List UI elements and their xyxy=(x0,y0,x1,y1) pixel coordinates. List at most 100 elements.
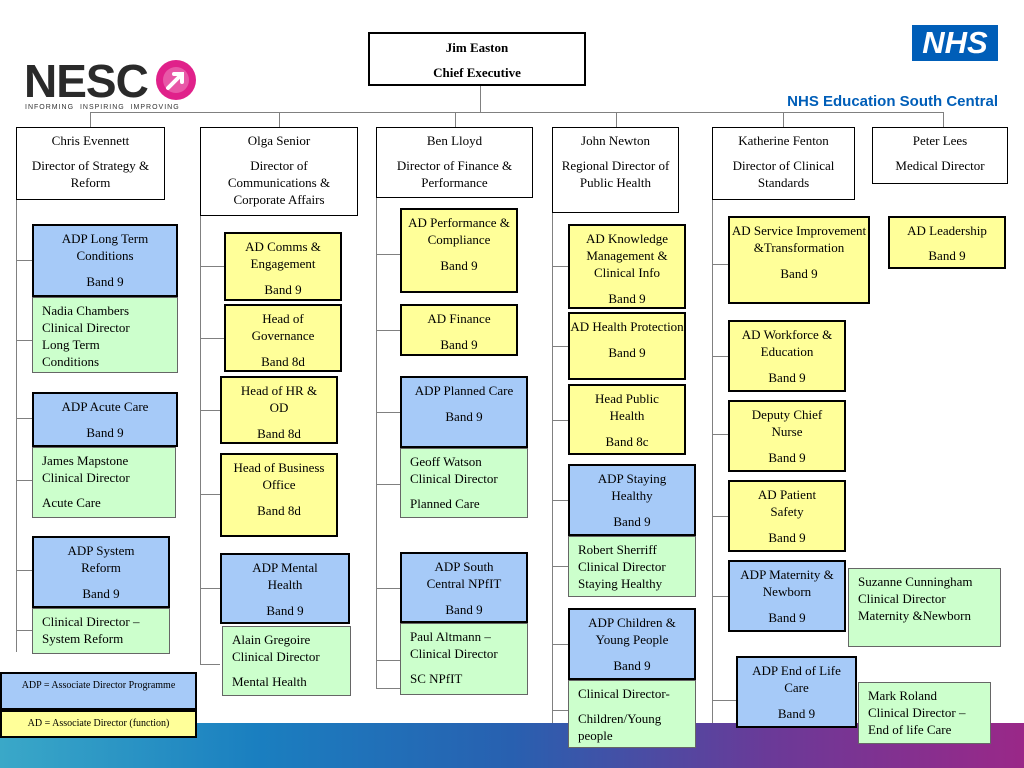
role-title: ADP System Reform xyxy=(67,543,135,575)
cd-line: Clinical Director xyxy=(410,471,498,486)
ad-patient-safety-box: AD Patient Safety Band 9 xyxy=(728,480,846,552)
nhs-logo: NHS xyxy=(912,25,998,61)
cd-line: Geoff Watson xyxy=(410,454,482,469)
ad-comms-engagement-box: AD Comms & Engagement Band 9 xyxy=(224,232,342,301)
adp-south-central-npfit-box: ADP South Central NPfIT Band 9 xyxy=(400,552,528,623)
clinical-director-maternity-box: Suzanne Cunningham Clinical Director Mat… xyxy=(848,568,1001,647)
cd-line: Clinical Director xyxy=(232,649,320,664)
cd-line: Children/Young xyxy=(578,711,662,726)
band-label: Band 9 xyxy=(608,345,646,360)
director-role: Director of Strategy & Reform xyxy=(31,158,150,190)
cd-line: Acute Care xyxy=(42,495,101,510)
director-role: Medical Director xyxy=(895,158,985,173)
chief-executive-box: Jim Easton Chief Executive xyxy=(368,32,586,86)
cd-line: Planned Care xyxy=(410,496,480,511)
legend-adp: ADP = Associate Director Programme xyxy=(0,672,197,710)
band-label: Band 8d xyxy=(257,503,301,518)
head-public-health-box: Head Public Health Band 8c xyxy=(568,384,686,455)
ad-knowledge-management-box: AD Knowledge Management & Clinical Info … xyxy=(568,224,686,309)
adp-planned-care-box: ADP Planned Care Band 9 xyxy=(400,376,528,448)
cd-line: Staying Healthy xyxy=(578,576,663,591)
cd-line: Clinical Director xyxy=(578,559,666,574)
head-of-governance-box: Head of Governance Band 8d xyxy=(224,304,342,372)
clinical-director-acute-box: James Mapstone Clinical Director Acute C… xyxy=(32,447,176,518)
director-name: Chris Evennett xyxy=(51,133,130,148)
band-label: Band 9 xyxy=(264,282,302,297)
band-label: Band 8c xyxy=(605,434,649,449)
role-title: Head of Governance xyxy=(251,311,315,343)
cd-line: Clinical Director – xyxy=(868,705,966,720)
band-label: Band 9 xyxy=(777,706,816,721)
nesc-arrow-circle-icon xyxy=(156,60,196,100)
director-role: Director of Communications & Corporate A… xyxy=(227,158,331,207)
director-role: Director of Clinical Standards xyxy=(732,158,835,190)
band-label: Band 9 xyxy=(82,586,120,601)
band-label: Band 9 xyxy=(608,291,646,306)
adp-maternity-newborn-box: ADP Maternity & Newborn Band 9 xyxy=(728,560,846,632)
band-label: Band 9 xyxy=(780,266,818,281)
legend-ad: AD = Associate Director (function) xyxy=(0,710,197,738)
role-title: AD Finance xyxy=(427,311,491,326)
cd-line: Conditions xyxy=(42,354,100,369)
cd-line: Clinical Director xyxy=(410,646,498,661)
cd-line: Maternity &Newborn xyxy=(858,608,972,623)
cd-line: Clinical Director- xyxy=(578,686,670,701)
cd-line: Mark Roland xyxy=(868,688,937,703)
director-name: John Newton xyxy=(581,133,650,148)
band-label: Band 9 xyxy=(768,530,806,545)
cd-line: Long Term xyxy=(42,337,100,352)
cd-line: Robert Sherriff xyxy=(578,542,657,557)
nhs-org-name: NHS Education South Central xyxy=(787,93,998,110)
adp-end-of-life-care-box: ADP End of Life Care Band 9 xyxy=(736,656,857,728)
band-label: Band 9 xyxy=(445,602,483,617)
adp-staying-healthy-box: ADP Staying Healthy Band 9 xyxy=(568,464,696,536)
adp-long-term-conditions-box: ADP Long Term Conditions Band 9 xyxy=(32,224,178,297)
cd-line: Suzanne Cunningham xyxy=(858,574,973,589)
head-of-hr-od-box: Head of HR & OD Band 8d xyxy=(220,376,338,444)
clinical-director-mental-health-box: Alain Gregoire Clinical Director Mental … xyxy=(222,626,351,696)
chief-name: Jim Easton xyxy=(445,40,509,55)
adp-acute-care-box: ADP Acute Care Band 9 xyxy=(32,392,178,447)
role-title: ADP Mental Health xyxy=(252,560,318,592)
band-label: Band 9 xyxy=(613,514,651,529)
ad-leadership-box: AD Leadership Band 9 xyxy=(888,216,1006,269)
director-box-public-health: John Newton Regional Director of Public … xyxy=(552,127,679,213)
role-title: ADP Planned Care xyxy=(414,383,514,398)
role-title: Head of Business Office xyxy=(233,460,325,492)
band-label: Band 9 xyxy=(613,658,651,673)
band-label: Band 9 xyxy=(768,450,806,465)
head-of-business-office-box: Head of Business Office Band 8d xyxy=(220,453,338,537)
band-label: Band 9 xyxy=(266,603,304,618)
director-box-medical: Peter Lees Medical Director xyxy=(872,127,1008,184)
ad-performance-compliance-box: AD Performance & Compliance Band 9 xyxy=(400,208,518,293)
role-title: AD Leadership xyxy=(907,223,987,238)
cd-line: Alain Gregoire xyxy=(232,632,311,647)
band-label: Band 9 xyxy=(445,409,483,424)
deputy-chief-nurse-box: Deputy Chief Nurse Band 9 xyxy=(728,400,846,472)
adp-mental-health-box: ADP Mental Health Band 9 xyxy=(220,553,350,624)
nesc-tagline: INFORMING INSPIRING IMPROVING xyxy=(25,104,180,111)
role-title: ADP Maternity & Newborn xyxy=(740,567,834,599)
role-title: AD Service Improvement &Transformation xyxy=(731,223,867,255)
band-label: Band 9 xyxy=(768,610,806,625)
role-title: ADP South Central NPfIT xyxy=(426,559,502,591)
role-title: Deputy Chief Nurse xyxy=(751,407,823,439)
band-label: Band 9 xyxy=(440,258,478,273)
role-title: ADP Staying Healthy xyxy=(597,471,667,503)
role-title: ADP Long Term Conditions xyxy=(61,231,149,263)
director-role: Director of Finance & Performance xyxy=(396,158,513,190)
director-name: Katherine Fenton xyxy=(738,133,829,148)
cd-line: Clinical Director xyxy=(42,320,130,335)
ad-service-improvement-box: AD Service Improvement &Transformation B… xyxy=(728,216,870,304)
cd-line: James Mapstone xyxy=(42,453,129,468)
cd-line: Nadia Chambers xyxy=(42,303,130,318)
chief-role: Chief Executive xyxy=(433,65,521,80)
cd-line: Mental Health xyxy=(232,674,307,689)
director-box-finance: Ben Lloyd Director of Finance & Performa… xyxy=(376,127,533,198)
cd-line: Clinical Director – xyxy=(42,614,140,629)
ad-finance-box: AD Finance Band 9 xyxy=(400,304,518,356)
ad-workforce-education-box: AD Workforce & Education Band 9 xyxy=(728,320,846,392)
role-title: AD Workforce & Education xyxy=(741,327,833,359)
nesc-logo: NESC INFORMING INSPIRING IMPROVING xyxy=(24,58,199,114)
band-label: Band 9 xyxy=(440,337,478,352)
